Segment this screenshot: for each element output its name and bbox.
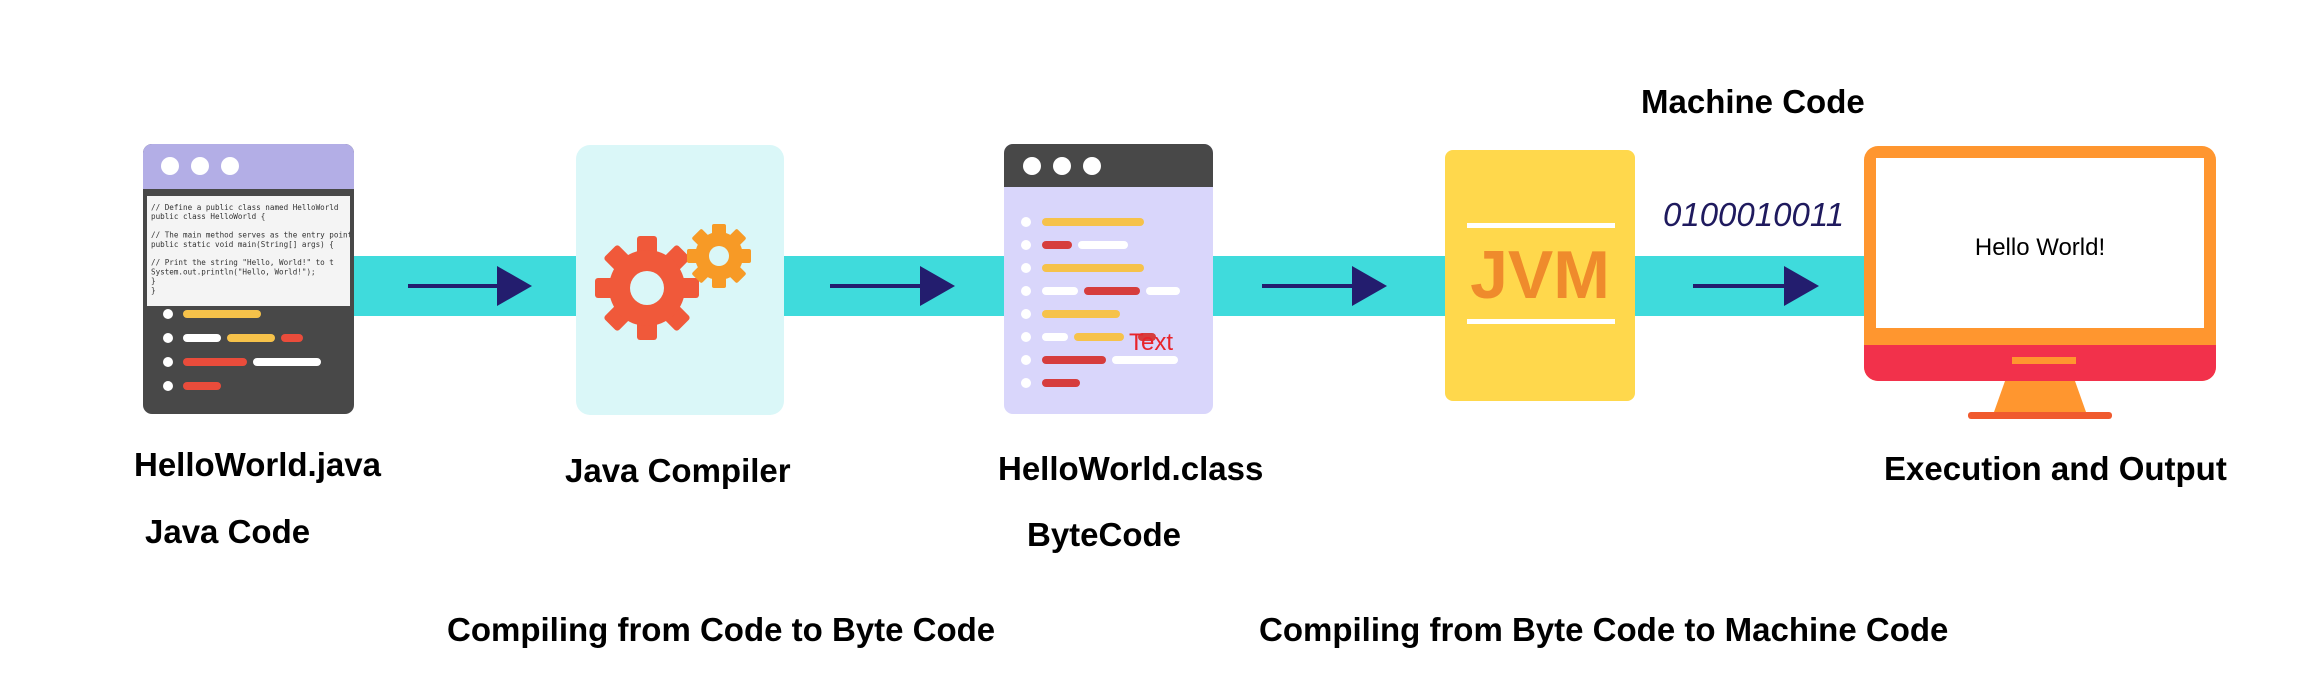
java-source-window: // Define a public class named HelloWorl… bbox=[143, 144, 354, 414]
window-dot-icon bbox=[1083, 157, 1101, 175]
bytecode-caption: ByteCode bbox=[1027, 516, 1182, 553]
jvm-label: JVM bbox=[1470, 237, 1610, 313]
flow-arrow-1 bbox=[408, 266, 532, 306]
bytecode-filename: HelloWorld.class bbox=[998, 450, 1264, 487]
jvm-line-top bbox=[1467, 223, 1615, 228]
code-line: } bbox=[151, 277, 156, 286]
flow-arrow-4 bbox=[1693, 266, 1819, 306]
phase-second-caption: Compiling from Byte Code to Machine Code bbox=[1259, 611, 1949, 648]
gear-small-icon bbox=[687, 224, 751, 288]
code-snippet: // Define a public class named HelloWorl… bbox=[151, 203, 352, 295]
source-caption: Java Code bbox=[145, 513, 311, 550]
code-line: // Define a public class named HelloWorl… bbox=[151, 203, 338, 212]
source-filename: HelloWorld.java bbox=[134, 446, 381, 483]
window-dot-icon bbox=[161, 157, 179, 175]
output-caption: Execution and Output bbox=[1884, 450, 2227, 487]
machine-code-binary: 0100010011 bbox=[1663, 196, 1845, 233]
code-line: } bbox=[151, 286, 156, 295]
machine-code-title: Machine Code bbox=[1641, 83, 1865, 120]
window-dot-icon bbox=[1053, 157, 1071, 175]
compiler-caption: Java Compiler bbox=[565, 452, 791, 489]
flow-arrow-3 bbox=[1262, 266, 1387, 306]
jvm-card: JVM bbox=[1445, 150, 1635, 401]
bytecode-overlay-text: Text bbox=[1129, 329, 1174, 356]
phase-first-caption: Compiling from Code to Byte Code bbox=[447, 611, 996, 648]
code-line: // Print the string "Hello, World!" to t bbox=[151, 258, 334, 267]
window-dot-icon bbox=[191, 157, 209, 175]
jvm-line-bottom bbox=[1467, 319, 1615, 324]
flow-arrow-2 bbox=[830, 266, 955, 306]
code-line: // The main method serves as the entry p… bbox=[151, 231, 352, 240]
gear-large-icon bbox=[595, 236, 699, 340]
monitor-icon bbox=[1864, 146, 2216, 419]
code-line: System.out.println("Hello, World!"); bbox=[151, 267, 316, 276]
code-line: public class HelloWorld { bbox=[151, 212, 265, 221]
code-line: public static void main(String[] args) { bbox=[151, 240, 334, 249]
bytecode-window bbox=[1004, 144, 1213, 414]
monitor-screen-text: Hello World! bbox=[1974, 234, 2106, 261]
window-dot-icon bbox=[1023, 157, 1041, 175]
java-compiler-card bbox=[576, 145, 784, 415]
window-dot-icon bbox=[221, 157, 239, 175]
